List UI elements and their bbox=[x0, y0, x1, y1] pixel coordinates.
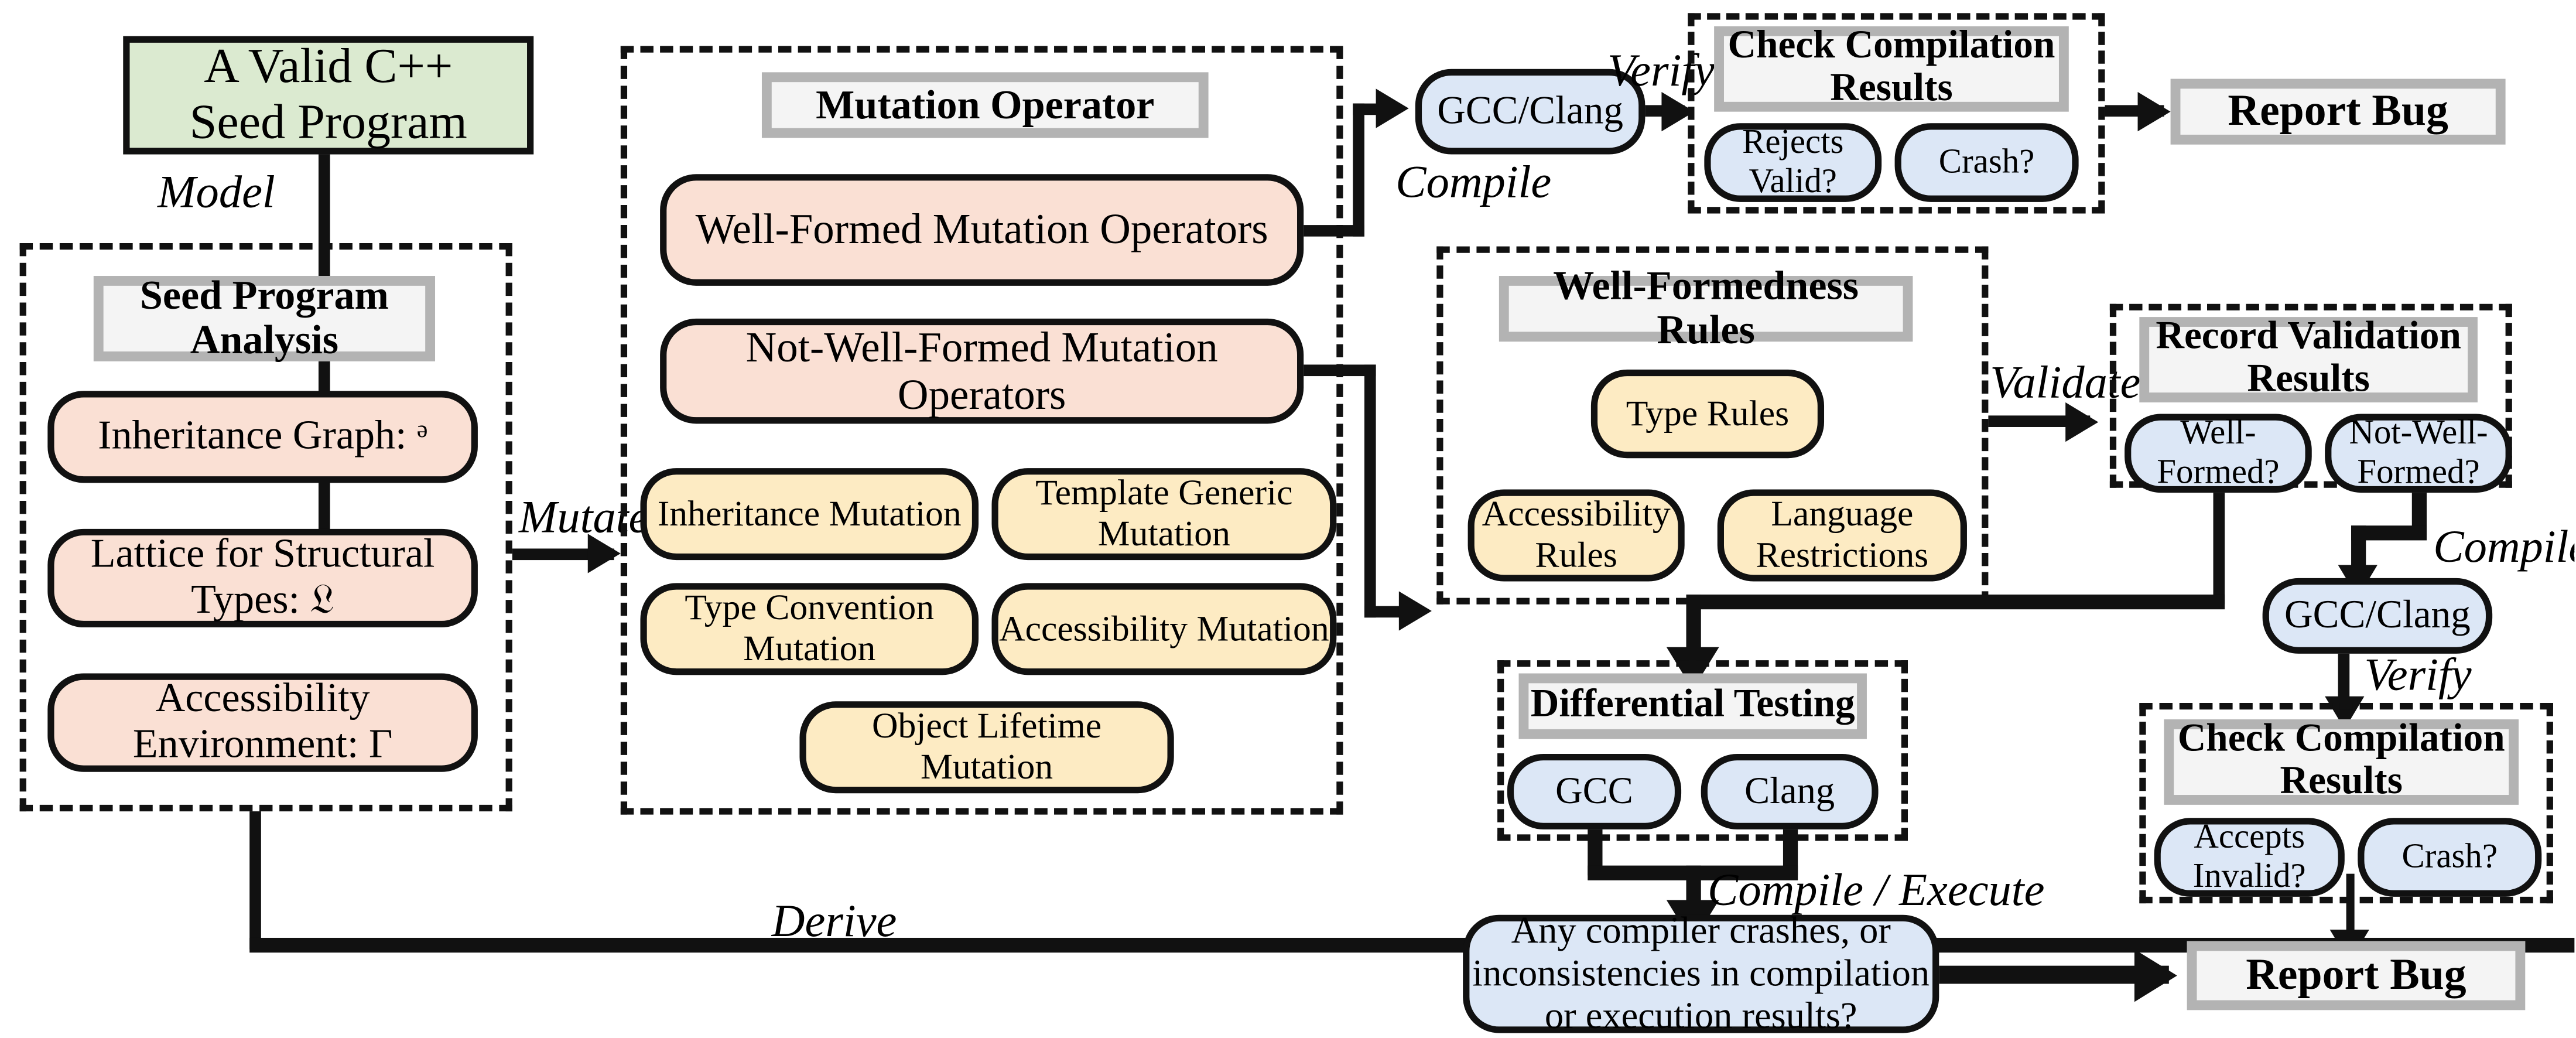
differential-testing-group bbox=[1497, 660, 1908, 841]
seed-program-box[interactable]: A Valid C++ Seed Program bbox=[123, 36, 534, 155]
edge-nwf-to-rules-h1 bbox=[1304, 364, 1376, 377]
differential-testing-title: Differential Testing bbox=[1518, 673, 1867, 739]
seed-program-analysis-group bbox=[19, 243, 512, 812]
edge-label-compile-top: Compile bbox=[1395, 158, 1552, 209]
edge-label-mutate: Mutate bbox=[519, 493, 649, 544]
mutation-op-accessibility[interactable]: Accessibility Mutation bbox=[991, 583, 1337, 675]
mutation-op-template-generic[interactable]: Template Generic Mutation bbox=[991, 468, 1337, 561]
well-formedness-rules-title: Well-Formedness Rules bbox=[1499, 264, 1913, 353]
edge-wf-to-compiler-arrowhead bbox=[1376, 88, 1409, 128]
check-bottom-accepts-invalid[interactable]: Accepts Invalid? bbox=[2154, 818, 2345, 897]
analysis-item-accessibility-env[interactable]: Accessibility Environment: Γ bbox=[47, 673, 478, 772]
edge-wellformed-v1 bbox=[2213, 493, 2225, 605]
edge-check-bottom-to-report-line bbox=[2346, 873, 2355, 946]
edge-validate-line bbox=[1988, 415, 2091, 427]
edge-label-derive: Derive bbox=[771, 896, 897, 948]
edge-nwf-to-rules-v bbox=[1364, 364, 1376, 618]
edge-question-to-report-arrowhead bbox=[2134, 949, 2177, 1002]
edge-nwf-to-rules-arrowhead bbox=[1398, 591, 1432, 631]
mutation-op-type-convention[interactable]: Type Convention Mutation bbox=[640, 583, 979, 675]
rules-item-accessibility-rules[interactable]: Accessibility Rules bbox=[1467, 489, 1685, 582]
check-compilation-results-bottom-title: Check Compilation Results bbox=[2164, 718, 2519, 805]
rules-item-language-restrictions[interactable]: Language Restrictions bbox=[1717, 489, 1967, 582]
record-validation-results-group bbox=[2109, 303, 2512, 488]
analysis-item-inheritance-graph[interactable]: Inheritance Graph: ᵊ bbox=[47, 391, 478, 483]
mutation-well-formed-operators[interactable]: Well-Formed Mutation Operators bbox=[660, 174, 1304, 286]
edge-derive-vline bbox=[249, 811, 261, 950]
mutation-operator-group bbox=[620, 46, 1343, 815]
edge-question-to-report-line bbox=[1939, 965, 2169, 984]
edge-wellformed-h1 bbox=[1686, 594, 2225, 610]
check-bottom-crash[interactable]: Crash? bbox=[2358, 818, 2542, 897]
check-compilation-results-top-title: Check Compilation Results bbox=[1714, 25, 2069, 112]
check-top-rejects-valid[interactable]: Rejects Valid? bbox=[1704, 123, 1882, 202]
compiler-top-gcc-clang[interactable]: GCC/Clang bbox=[1415, 69, 1646, 155]
differential-gcc[interactable]: GCC bbox=[1507, 753, 1682, 829]
seed-program-analysis-title: Seed Program Analysis bbox=[93, 274, 436, 363]
edge-validate-arrowhead bbox=[2065, 402, 2099, 442]
edge-wf-to-compiler-v bbox=[1353, 103, 1364, 237]
record-validation-results-title: Record Validation Results bbox=[2139, 316, 2478, 402]
edge-label-compile-execute: Compile / Execute bbox=[1707, 865, 2045, 917]
edge-check-top-to-report-arrowhead bbox=[2137, 92, 2171, 132]
mutation-not-well-formed-operators[interactable]: Not-Well-Formed Mutation Operators bbox=[660, 318, 1304, 424]
edge-label-compile-right: Compile bbox=[2433, 522, 2575, 573]
analysis-item-lattice[interactable]: Lattice for Structural Types: 𝔏 bbox=[47, 528, 478, 628]
edge-label-verify-top: Verify bbox=[1607, 46, 1715, 97]
report-bug-top[interactable]: Report Bug bbox=[2170, 78, 2506, 145]
mutation-op-object-lifetime[interactable]: Object Lifetime Mutation bbox=[799, 701, 1174, 794]
mutation-operator-title: Mutation Operator bbox=[761, 72, 1209, 138]
report-bug-bottom[interactable]: Report Bug bbox=[2187, 941, 2526, 1010]
mutation-op-inheritance[interactable]: Inheritance Mutation bbox=[640, 468, 979, 561]
edge-wf-to-compiler-h1 bbox=[1304, 225, 1364, 237]
rules-item-type-rules[interactable]: Type Rules bbox=[1590, 369, 1825, 459]
validation-well-formed[interactable]: Well- Formed? bbox=[2125, 414, 2312, 493]
differential-clang[interactable]: Clang bbox=[1701, 753, 1879, 829]
edge-label-model: Model bbox=[158, 167, 275, 218]
edge-notwellformed-v2 bbox=[2351, 525, 2366, 572]
edge-label-verify-right: Verify bbox=[2364, 650, 2472, 702]
check-top-crash[interactable]: Crash? bbox=[1894, 123, 2079, 202]
edge-mutate-arrowhead bbox=[587, 534, 621, 573]
question-box[interactable]: Any compiler crashes, or inconsistencies… bbox=[1463, 910, 1939, 1036]
validation-not-well-formed[interactable]: Not-Well- Formed? bbox=[2325, 414, 2512, 493]
check-compilation-results-top-group bbox=[1688, 13, 2105, 214]
compiler-bottom-gcc-clang[interactable]: GCC/Clang bbox=[2262, 578, 2493, 654]
